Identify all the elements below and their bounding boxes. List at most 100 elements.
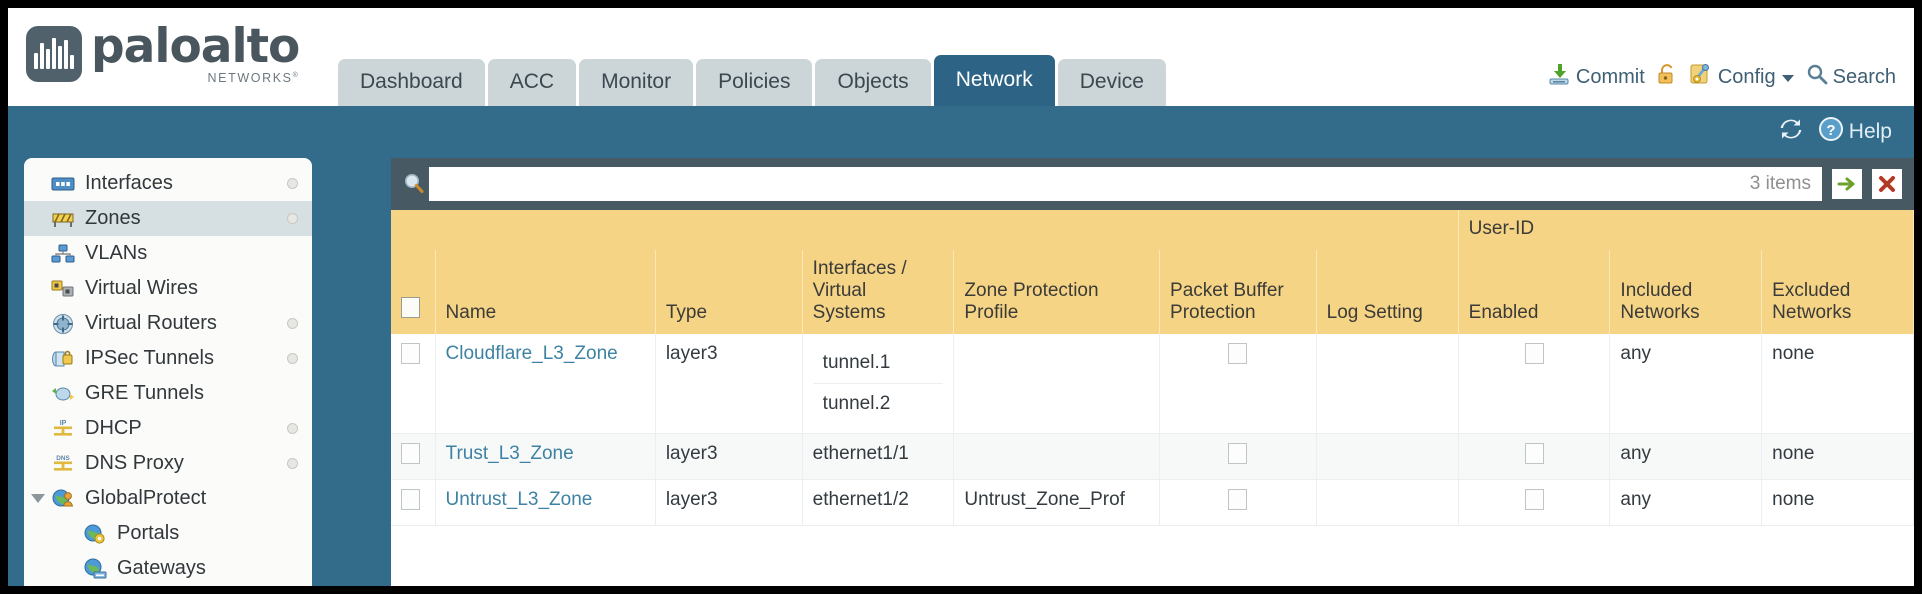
tab-acc[interactable]: ACC [487,59,577,106]
tab-network[interactable]: Network [933,55,1055,106]
column-header-name[interactable]: Name [435,250,656,334]
cell-packet-buffer-protection [1159,479,1317,526]
sidebar-item-label: GlobalProtect [85,487,207,509]
row-select-checkbox[interactable] [401,489,420,510]
row-select-checkbox[interactable] [401,443,420,464]
paloalto-logo[interactable]: paloalto NETWORKS® [26,23,300,85]
sidebar-item-label: Interfaces [85,172,173,194]
portals-icon [82,523,108,545]
sidebar-item-globalprotect[interactable]: GlobalProtect [24,481,312,516]
userid-enabled-checkbox[interactable] [1524,443,1544,464]
sidebar-item-virtual-routers[interactable]: Virtual Routers [24,306,312,341]
cell-type: layer3 [655,334,803,434]
zone-name-link[interactable]: Trust_L3_Zone [445,443,574,464]
userid-enabled-checkbox[interactable] [1524,343,1544,364]
sub-header-band: ? Help [8,106,1914,158]
band-actions: ? Help [1778,116,1892,148]
zone-name-link[interactable]: Untrust_L3_Zone [445,489,593,510]
refresh-icon[interactable] [1778,117,1804,147]
sidebar-item-gre-tunnels[interactable]: GRE Tunnels [24,376,312,411]
row-select-cell [391,433,436,480]
status-dot [287,423,298,434]
interface-entry: tunnel.2 [822,393,891,414]
sidebar-item-interfaces[interactable]: Interfaces [24,166,312,201]
column-header-log-setting[interactable]: Log Setting [1316,250,1459,334]
sidebar-item-dns-proxy[interactable]: DNS DNS Proxy [24,446,312,481]
sidebar-item-label: IPSec Tunnels [85,347,214,369]
sidebar-item-portals[interactable]: Portals [24,516,312,551]
cell-packet-buffer-protection [1159,433,1317,480]
column-header-excluded-networks[interactable]: Excluded Networks [1761,250,1914,334]
table-row[interactable]: Untrust_L3_Zone layer3 ethernet1/2 Untru… [391,479,1914,526]
tab-dashboard[interactable]: Dashboard [338,59,485,106]
search-input[interactable] [440,167,1750,201]
svg-text:DNS: DNS [56,455,70,462]
clear-filter-button[interactable] [1872,169,1902,199]
sidebar-nav: Interfaces Zones [24,158,312,586]
status-dot [287,458,298,469]
page-body: Interfaces Zones [8,158,1914,586]
table-row[interactable]: Trust_L3_Zone layer3 ethernet1/1 any [391,433,1914,480]
help-button[interactable]: ? Help [1818,116,1892,148]
select-all-header [391,250,436,334]
sidebar-item-zones[interactable]: Zones [24,201,312,236]
status-dot [287,178,298,189]
apply-filter-button[interactable] [1832,169,1862,199]
search-label: Search [1832,65,1896,88]
column-header-zone-protection-profile[interactable]: Zone Protection Profile [953,250,1161,334]
commit-label: Commit [1575,65,1645,88]
sidebar-item-virtual-wires[interactable]: Virtual Wires [24,271,312,306]
tab-policies[interactable]: Policies [696,59,813,106]
column-header-interfaces[interactable]: Interfaces / Virtual Systems [802,250,955,334]
row-select-cell [391,479,436,526]
table-row[interactable]: Cloudflare_L3_Zone layer3 tunnel.1 tunne… [391,334,1914,434]
cell-interfaces: tunnel.1 tunnel.2 [802,334,955,434]
sidebar-item-vlans[interactable]: VLANs [24,236,312,271]
cell-included-networks: any [1609,334,1763,434]
cell-name: Trust_L3_Zone [435,433,656,480]
sidebar-item-label: VLANs [85,242,148,264]
tab-device[interactable]: Device [1057,59,1166,106]
column-header-packet-buffer-protection[interactable]: Packet Buffer Protection [1159,250,1317,334]
group-header-userid: User-ID [1458,210,1914,250]
cell-type: layer3 [655,433,803,480]
interfaces-icon [50,173,76,195]
config-menu[interactable]: Config [1689,62,1795,92]
application-window: paloalto NETWORKS® Dashboard ACC Monitor… [8,8,1914,586]
interface-entry: tunnel.1 [812,343,944,384]
packet-buffer-protection-checkbox[interactable] [1228,443,1248,464]
userid-enabled-checkbox[interactable] [1524,489,1544,510]
sidebar-item-gateways[interactable]: Gateways [24,551,312,586]
zone-name-link[interactable]: Cloudflare_L3_Zone [445,343,618,364]
app-header: paloalto NETWORKS® Dashboard ACC Monitor… [8,8,1914,106]
packet-buffer-protection-checkbox[interactable] [1228,343,1248,364]
column-header-type[interactable]: Type [655,250,803,334]
virtual-routers-icon [50,313,76,335]
cell-log-setting [1316,334,1459,434]
dhcp-icon: IP [50,418,76,440]
commit-icon [1547,62,1571,92]
cell-log-setting [1316,433,1459,480]
expand-collapse-caret-icon[interactable] [31,494,45,503]
cell-interfaces: ethernet1/1 [802,433,955,480]
commit-button[interactable]: Commit [1547,62,1645,92]
select-all-checkbox[interactable] [401,297,420,318]
sidebar-item-ipsec-tunnels[interactable]: IPSec Tunnels [24,341,312,376]
row-select-checkbox[interactable] [401,343,420,364]
tab-objects[interactable]: Objects [815,59,931,106]
cell-excluded-networks: none [1761,479,1914,526]
column-header-row: Name Type Interfaces / Virtual Systems Z… [391,250,1914,334]
column-header-included-networks[interactable]: Included Networks [1609,250,1763,334]
main-tab-bar: Dashboard ACC Monitor Policies Objects N… [338,55,1166,106]
config-label: Config [1717,65,1776,88]
sidebar-item-label: Gateways [117,557,206,579]
sidebar-item-label: Virtual Routers [85,312,217,334]
tab-monitor[interactable]: Monitor [579,59,694,106]
column-header-userid-enabled[interactable]: Enabled [1458,250,1611,334]
lock-button[interactable] [1656,62,1678,92]
filter-search-field[interactable]: 3 items [429,167,1822,201]
packet-buffer-protection-checkbox[interactable] [1228,489,1248,510]
sidebar-item-dhcp[interactable]: IP DHCP [24,411,312,446]
search-button[interactable]: Search [1806,63,1896,91]
filter-search-icon [399,172,429,196]
